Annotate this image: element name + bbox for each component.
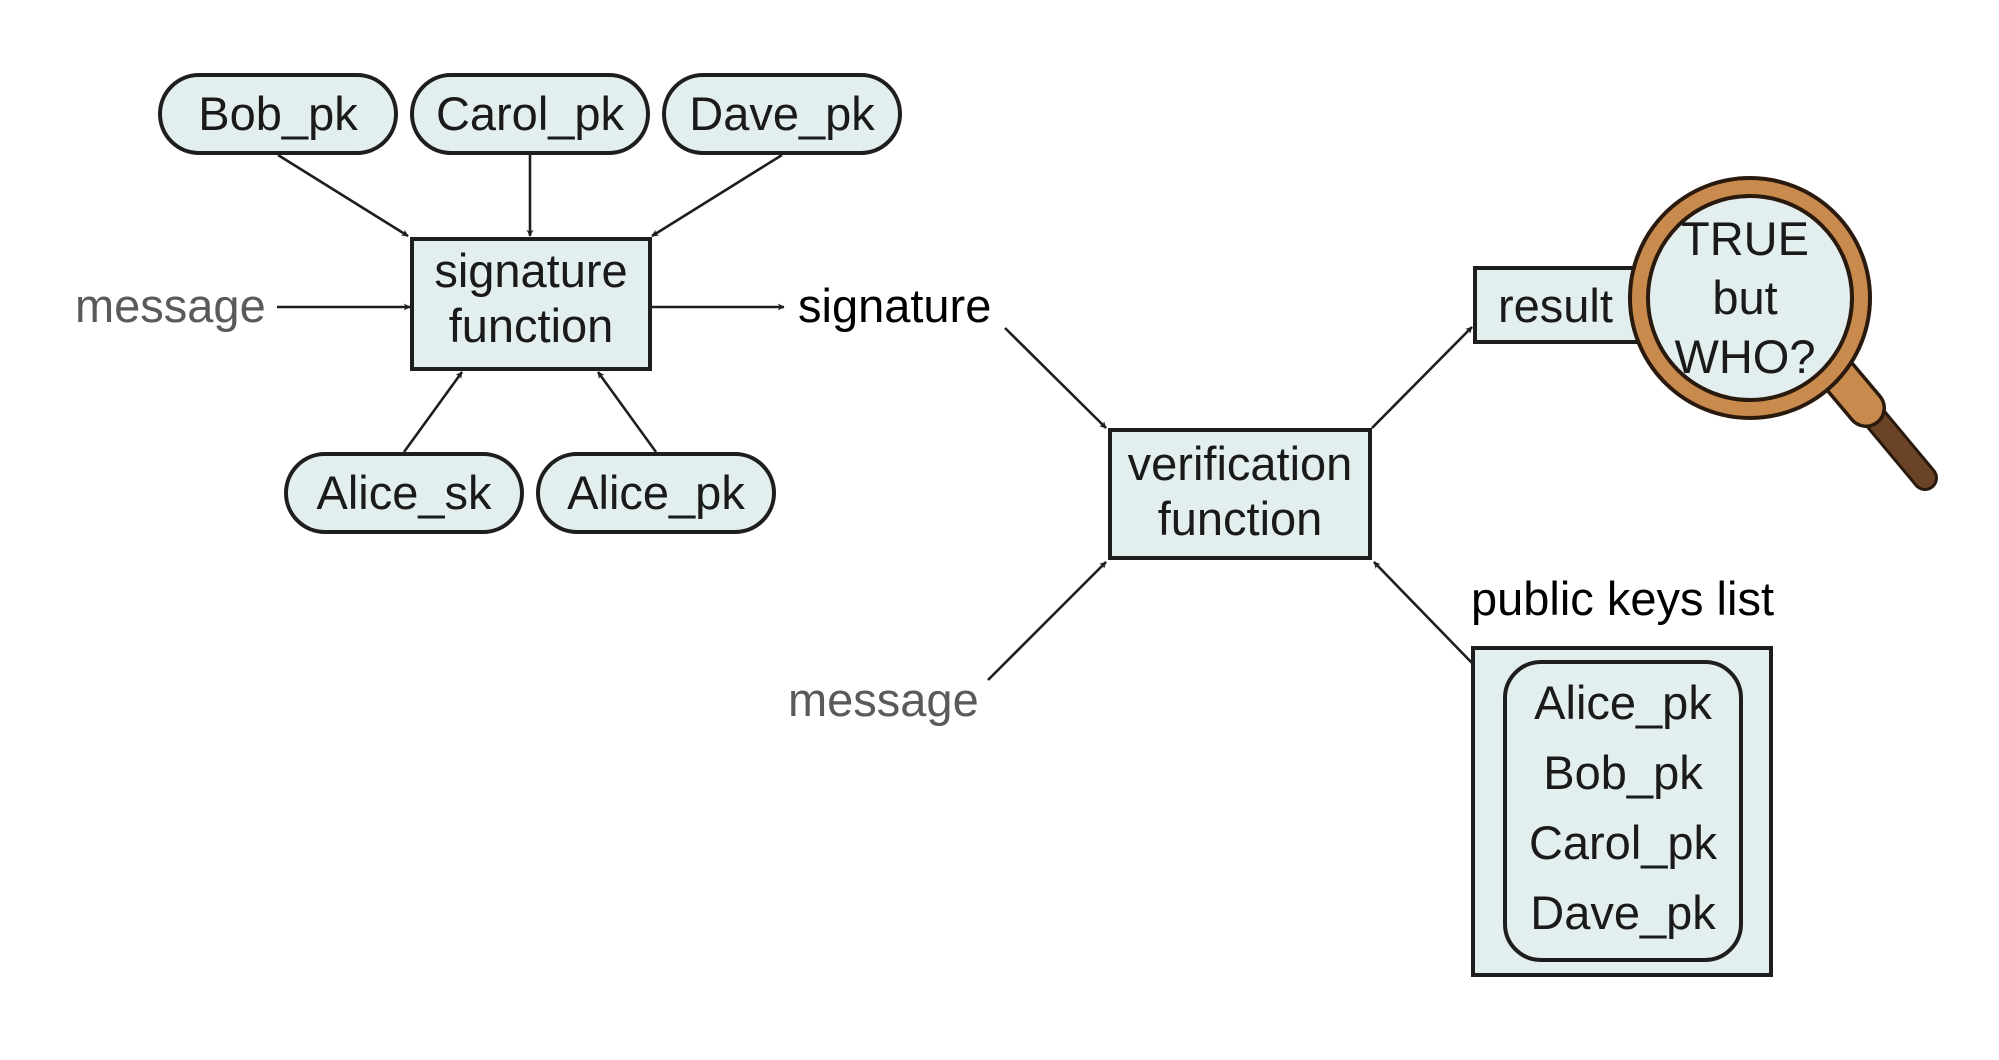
- signature-function-line2: function: [449, 299, 614, 352]
- key-input-alice-pk-label: Alice_pk: [567, 466, 745, 519]
- public-key-item: Carol_pk: [1529, 816, 1718, 869]
- magnifier-text-who: WHO?: [1675, 330, 1816, 383]
- public-key-item: Alice_pk: [1534, 676, 1712, 729]
- result-label: result: [1498, 279, 1613, 332]
- public-keys-title: public keys list: [1471, 572, 1774, 625]
- pk-input-carol: Carol_pk: [410, 73, 650, 155]
- pk-input-dave: Dave_pk: [662, 73, 902, 155]
- edge-signature-to-verification: [1004, 327, 1107, 429]
- public-key-item: Bob_pk: [1543, 746, 1703, 799]
- signature-output-label: signature: [798, 279, 991, 332]
- edge-alice-sk-to-signature: [402, 371, 464, 453]
- pk-input-bob-label: Bob_pk: [198, 87, 358, 140]
- pk-input-dave-label: Dave_pk: [689, 87, 875, 140]
- verification-message-label: message: [788, 673, 979, 726]
- signing-message-label: message: [75, 279, 266, 332]
- verification-function-line2: function: [1158, 492, 1323, 545]
- verification-function-line1: verification: [1128, 437, 1353, 490]
- edge-message-to-verification: [987, 561, 1107, 681]
- public-keys-list: Alice_pk Bob_pk Carol_pk Dave_pk: [1471, 646, 1773, 977]
- key-input-alice-sk: Alice_sk: [284, 452, 524, 534]
- verification-function-box: verification function: [1108, 428, 1372, 560]
- pk-input-carol-label: Carol_pk: [436, 87, 625, 140]
- key-input-alice-sk-label: Alice_sk: [316, 466, 492, 519]
- edge-bob-to-signature: [277, 153, 409, 238]
- public-key-item: Dave_pk: [1530, 886, 1716, 939]
- pk-input-bob: Bob_pk: [158, 73, 398, 155]
- edge-verification-to-result: [1371, 326, 1473, 429]
- signature-function-box: signature function: [410, 237, 652, 371]
- edge-alice-pk-to-signature: [596, 371, 658, 453]
- magnifier-icon: TRUE but WHO?: [1628, 176, 1938, 491]
- magnifier-text-true: TRUE: [1681, 212, 1809, 265]
- magnifier-text-but: but: [1712, 271, 1777, 324]
- edge-dave-to-signature: [651, 153, 783, 238]
- key-input-alice-pk: Alice_pk: [536, 452, 776, 534]
- signature-function-line1: signature: [434, 244, 627, 297]
